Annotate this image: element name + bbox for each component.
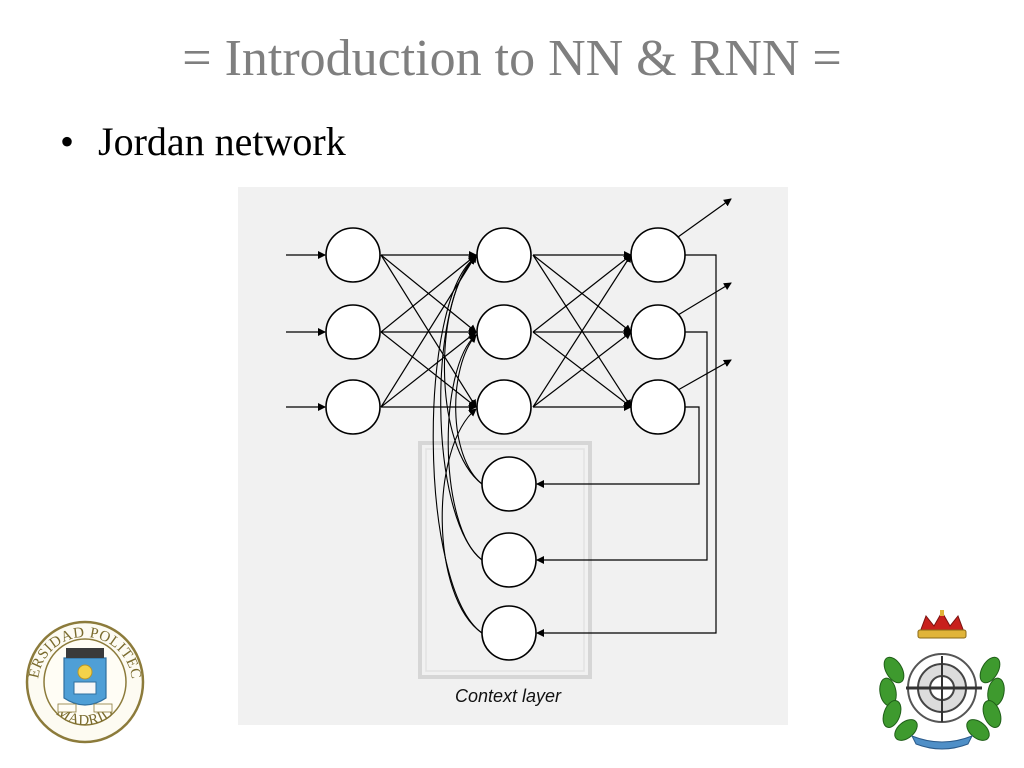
bullet-marker: • bbox=[60, 119, 75, 164]
feedback-connections bbox=[536, 254, 717, 637]
diagram-svg: Context layer bbox=[238, 187, 788, 725]
slide-title: = Introduction to NN & RNN = bbox=[182, 30, 842, 87]
output-neuron-1 bbox=[630, 227, 686, 283]
crown-icon bbox=[919, 610, 965, 633]
output-arrow-2 bbox=[677, 282, 732, 316]
output-arrow-1 bbox=[677, 198, 732, 238]
context-layer-label: Context layer bbox=[455, 686, 562, 706]
context-neuron-3 bbox=[481, 605, 537, 661]
output-neuron-2 bbox=[630, 304, 686, 360]
context-neuron-1 bbox=[481, 456, 537, 512]
hidden-neuron-2 bbox=[476, 304, 532, 360]
seal-book bbox=[73, 681, 97, 695]
context-neuron-2 bbox=[481, 532, 537, 588]
hidden-neuron-1 bbox=[476, 227, 532, 283]
context-hidden-connections bbox=[432, 256, 483, 634]
bullet-text: Jordan network bbox=[98, 119, 346, 164]
informatica-logo bbox=[876, 610, 1008, 750]
input-hidden-connections bbox=[380, 251, 477, 411]
input-neuron-2 bbox=[325, 304, 381, 360]
hidden-output-connections bbox=[532, 251, 632, 411]
upm-logo: UNIVERSIDAD POLITECNICA MADRID bbox=[18, 608, 146, 744]
input-neuron-1 bbox=[325, 227, 381, 283]
output-arrow-3 bbox=[677, 359, 732, 391]
output-neuron-3 bbox=[630, 379, 686, 435]
bullet-item: • Jordan network bbox=[60, 118, 346, 165]
input-neuron-3 bbox=[325, 379, 381, 435]
laurel-icon bbox=[879, 656, 1005, 741]
jordan-network-diagram: Context layer bbox=[238, 187, 788, 725]
seal-crown bbox=[66, 648, 104, 658]
seal-sun bbox=[77, 664, 93, 680]
hidden-neuron-3 bbox=[476, 379, 532, 435]
neurons bbox=[325, 227, 686, 661]
